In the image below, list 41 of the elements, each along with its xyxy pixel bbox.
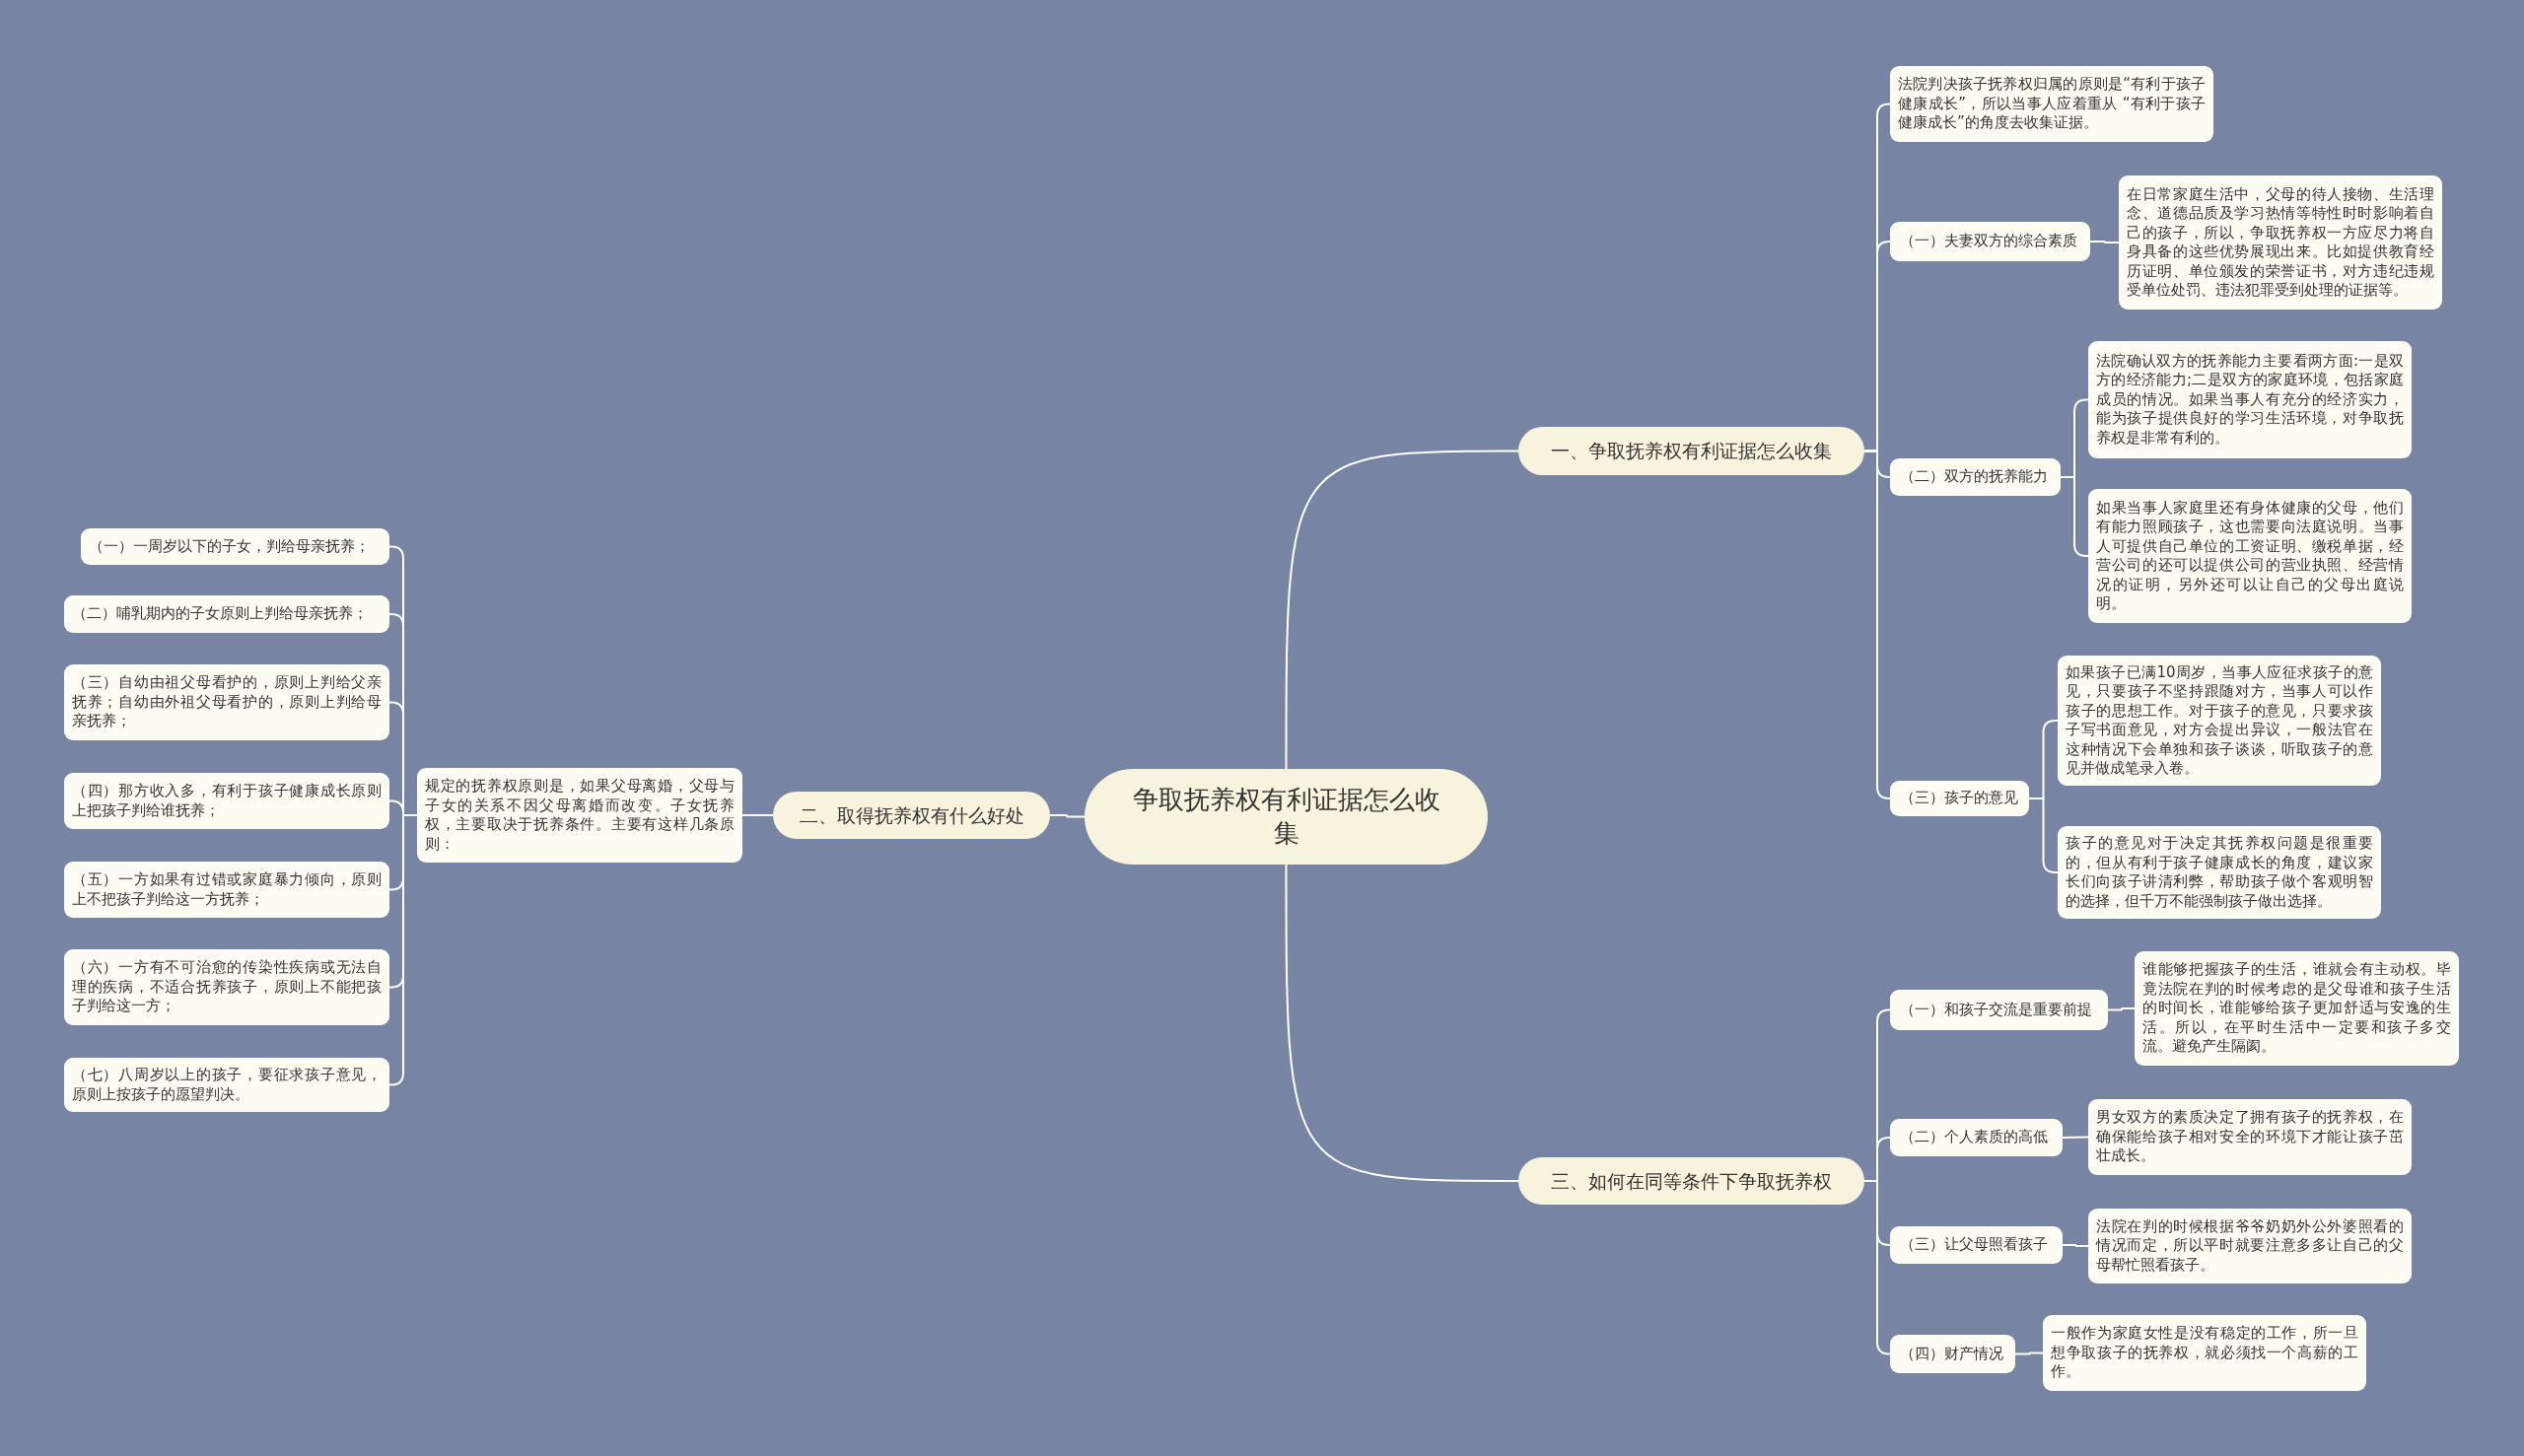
connector-line [2089,241,2120,243]
connector-line [1285,864,1519,1182]
note-box: （三）自幼由祖父母看护的，原则上判给父亲抚养；自幼由外祖父母看护的，原则上判给母亲抚养； [64,664,389,740]
branch-topic: 三、如何在同等条件下争取抚养权 [1518,1157,1864,1205]
central-topic: 争取抚养权有利证据怎么收集 [1085,769,1488,865]
connector-line [741,814,774,816]
note-box: 男女双方的素质决定了拥有孩子的抚养权，在确保能给孩子相对安全的环境下才能让孩子茁壮成长。 [2088,1099,2412,1175]
subtopic-box: （三）让父母照看孩子 [1890,1226,2063,1264]
subtopic-box: （一）和孩子交流是重要前提 [1890,990,2108,1030]
connector-line [1285,450,1519,770]
subtopic-box: （二）双方的抚养能力 [1890,458,2061,496]
note-box: 规定的抚养权原则是，如果父母离婚，父母与子女的关系不因父母离婚而改变。子女抚养权，主要取决于抚养条件。主要有这样几条原则： [417,768,742,863]
connector-line [2014,1352,2044,1355]
note-box: （四）那方收入多，有利于孩子健康成长原则上把孩子判给谁抚养； [64,773,389,829]
branch-topic: 二、取得抚养权有什么好处 [773,792,1050,839]
connector-line [388,814,418,1086]
subtopic-box: （三）孩子的意见 [1890,781,2029,816]
note-box: 孩子的意见对于决定其抚养权问题是很重要的，但从有利于孩子健康成长的角度，建议家长们向孩子讲清利弊，帮助孩子做个客观明智的选择，但千万不能强制孩子做出选择。 [2058,826,2381,919]
note-box: 法院确认双方的抚养能力主要看两方面:一是双方的经济能力;二是双方的家庭环境，包括家庭成员的情况。如果当事人有充分的经济实力，能为孩子提供良好的学习生活环境，对争取抚养权是非常有利的。 [2088,341,2412,458]
note-box: （七）八周岁以上的孩子，要征求孩子意见，原则上按孩子的愿望判决。 [64,1058,389,1112]
subtopic-box: （二）个人素质的高低 [1890,1119,2063,1156]
branch-topic: 一、争取抚养权有利证据怎么收集 [1518,427,1864,475]
note-box: （五）一方如果有过错或家庭暴力倾向，原则上不把孩子判给这一方抚养； [64,862,389,918]
note-box: 法院判决孩子抚养权归属的原则是“有利于孩子健康成长”，所以当事人应着重从 “有利于孩子健康成长”的角度去收集证据。 [1890,66,2213,142]
connector-line [1863,1180,1891,1355]
note-box: （二）哺乳期内的子女原则上判给母亲抚养； [64,595,389,633]
note-box: 谁能够把握孩子的生活，谁就会有主动权。毕竟法院在判的时候考虑的是父母谁和孩子生活的时间长，谁能够给孩子更加舒适与安逸的生活。所以，在平时生活中一定要和孩子多交流。避免产生隔阂。 [2135,951,2459,1066]
connector-line [2062,1244,2089,1247]
note-box: 如果孩子已满10周岁，当事人应征求孩子的意见，只要孩子不坚持跟随对方，当事人可以作孩子的思想工作。对于孩子的意见，只要求孩子写书面意见，对方会提出异议，一般法官在这种情况下会单独和孩子谈谈，听取孩子的意见并做成笔录入卷。 [2058,656,2381,786]
note-box: 一般作为家庭女性是没有稳定的工作，所一旦想争取孩子的抚养权，就必须找一个高薪的工作。 [2043,1315,2366,1391]
connector-line [1863,450,1891,799]
subtopic-box: （四）财产情况 [1890,1335,2015,1373]
note-box: 法院在判的时候根据爷爷奶奶外公外婆照看的情况而定，所以平时就要注意多多让自己的父母帮忙照看孩子。 [2088,1209,2412,1283]
connector-line [2107,1007,2136,1011]
note-box: 在日常家庭生活中，父母的待人接物、生活理念、道德品质及学习热情等特性时时影响着自己的孩子，所以，争取抚养权一方应尽力将自身具备的这些优势展现出来。比如提供教育经历证明、单位颁发的荣誉证书，对方违纪违规受单位处罚、违法犯罪受到处理的证据等。 [2119,175,2442,310]
note-box: （六）一方有不可治愈的传染性疾病或无法自理的疾病，不适合抚养孩子，原则上不能把孩子判给这一方； [64,949,389,1025]
subtopic-box: （一）夫妻双方的综合素质 [1890,222,2090,261]
note-box: 如果当事人家庭里还有身体健康的父母，他们有能力照顾孩子，这也需要向法庭说明。当事人可提供自己单位的工资证明、缴税单据，经营公司的还可以提供公司的营业执照、经营情况的证明，另外还可以让自己的父母出庭说明。 [2088,489,2412,623]
connector-line [1049,814,1086,818]
connector-line [2062,1136,2089,1139]
note-box: （一）一周岁以下的子女，判给母亲抚养； [81,528,389,565]
